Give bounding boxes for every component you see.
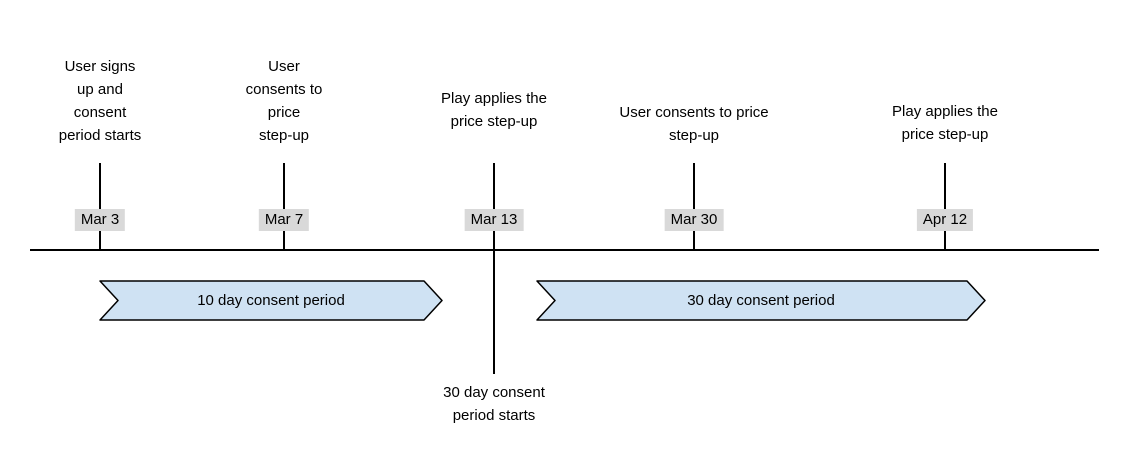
timeline-axis <box>30 249 1099 251</box>
below-axis-note-mar-13: 30 day consent period starts <box>443 384 545 424</box>
event-tick-below-mar-13 <box>493 249 495 374</box>
event-tick-mar-3 <box>99 163 101 251</box>
event-label-mar-7: User consents to price step-up <box>245 58 323 144</box>
event-label-apr-12: Play applies the price step-up <box>892 103 998 143</box>
event-tick-mar-13 <box>493 163 495 251</box>
event-date-mar-30: Mar 30 <box>664 209 724 231</box>
period-label-30-day: 30 day consent period <box>687 291 835 309</box>
event-tick-mar-7 <box>283 163 285 251</box>
event-date-mar-7: Mar 7 <box>258 209 310 231</box>
event-tick-apr-12 <box>944 163 946 251</box>
event-date-apr-12: Apr 12 <box>916 209 974 231</box>
period-label-10-day: 10 day consent period <box>197 291 345 309</box>
event-tick-mar-30 <box>693 163 695 251</box>
event-label-mar-3: User signs up and consent period starts <box>58 58 142 144</box>
event-label-mar-30: User consents to price step-up <box>619 104 769 144</box>
event-label-mar-13: Play applies the price step-up <box>441 90 547 130</box>
event-date-mar-3: Mar 3 <box>74 209 126 231</box>
event-date-mar-13: Mar 13 <box>464 209 524 231</box>
